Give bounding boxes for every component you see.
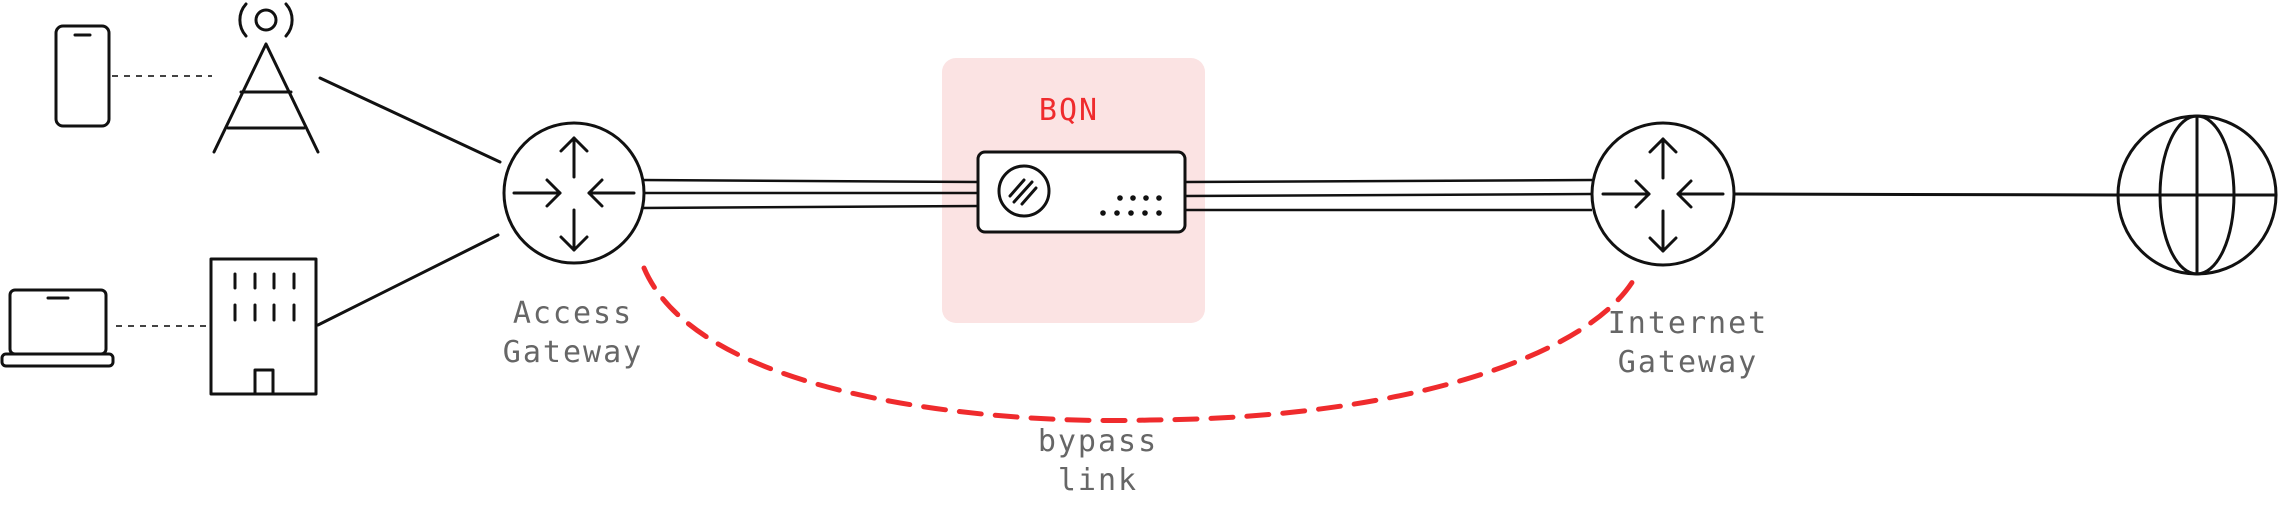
bqn-label: BQN xyxy=(1039,93,1099,128)
bypass-link-label-line1: bypass xyxy=(1038,424,1158,459)
laptop-icon xyxy=(0,288,115,368)
bqn-to-internet-trunk xyxy=(1183,178,1593,212)
tower-to-access-gateway-link xyxy=(318,76,502,164)
bypass-link-label-line2: link xyxy=(1058,463,1138,498)
bypass-link-path xyxy=(641,265,1641,424)
internet-gateway-label-line1: Internet xyxy=(1608,306,1769,341)
cell-tower-icon xyxy=(212,2,320,154)
internet-gateway-to-internet-link xyxy=(1732,192,2120,197)
access-gateway-label-line2: Gateway xyxy=(503,335,643,370)
internet-gateway-label-line2: Gateway xyxy=(1618,345,1758,380)
access-gateway-router-icon xyxy=(502,121,646,265)
smartphone-icon xyxy=(54,24,111,128)
access-to-bqn-trunk xyxy=(639,178,981,210)
internet-gateway-router-icon xyxy=(1590,121,1736,267)
building-to-access-gateway-link xyxy=(316,233,500,327)
globe-icon xyxy=(2116,114,2278,276)
bqn-appliance-icon xyxy=(976,150,1187,234)
office-building-icon xyxy=(209,257,318,396)
access-gateway-label-line1: Access xyxy=(513,296,633,331)
